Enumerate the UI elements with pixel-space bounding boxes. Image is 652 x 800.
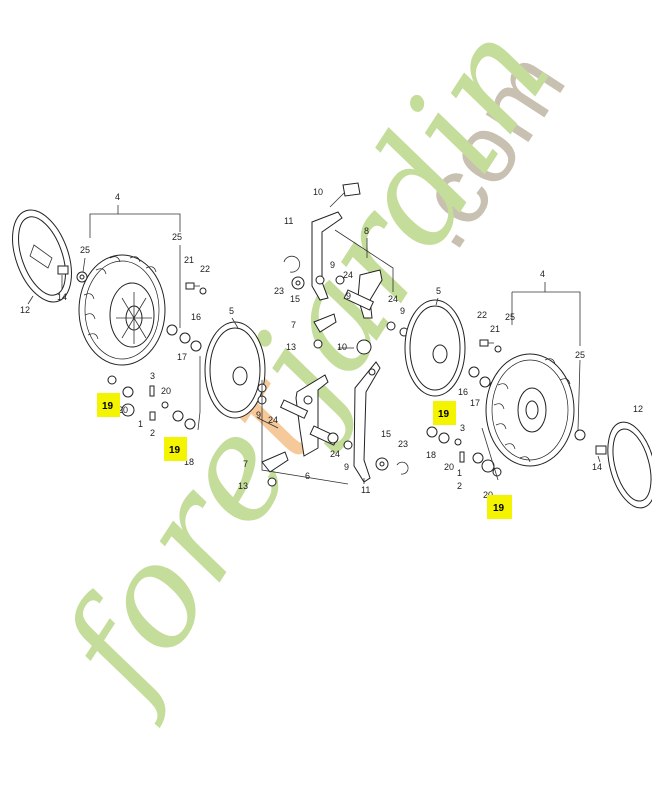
- part-label: 25: [505, 312, 515, 322]
- part-label: 9: [330, 260, 335, 270]
- part-label: 24: [388, 294, 398, 304]
- part-label: 11: [361, 485, 370, 495]
- part-label: 5: [229, 306, 234, 316]
- part-label: 20: [444, 462, 454, 472]
- highlight-box: [487, 495, 512, 519]
- part-label: 23: [398, 439, 408, 449]
- watermark-brand: foretjardin: [27, 0, 583, 731]
- part-label: 3: [150, 371, 155, 381]
- part-label: 24: [268, 415, 278, 425]
- part-labels: 4 25 25 12 14 21 22 16 17 5 3 20 20 1 2 …: [20, 187, 643, 500]
- part-label: 4: [540, 269, 545, 279]
- highlight-label: 19: [438, 409, 450, 420]
- left-hardware: [57, 265, 207, 430]
- part-label: 10: [337, 342, 347, 352]
- part-label: 8: [364, 226, 369, 236]
- part-label: 9: [256, 410, 261, 420]
- part-label: 12: [633, 404, 643, 414]
- part-label: 22: [200, 264, 210, 274]
- part-label: 2: [150, 428, 155, 438]
- part-label: 25: [575, 350, 585, 360]
- part-label: 24: [343, 270, 353, 280]
- part-label: 12: [20, 305, 30, 315]
- part-label: 25: [80, 245, 90, 255]
- left-tire-ring: [12, 209, 72, 303]
- part-label: 16: [191, 312, 201, 322]
- part-label: 9: [346, 291, 351, 301]
- part-label: 9: [344, 462, 349, 472]
- part-label: 20: [161, 386, 171, 396]
- left-wheel: [78, 254, 166, 366]
- upper-lever-assembly: [283, 182, 409, 349]
- left-height-lever: [261, 339, 409, 487]
- part-label: 14: [592, 462, 602, 472]
- right-hubcap: [404, 299, 466, 397]
- part-label: 25: [172, 232, 182, 242]
- part-label: 13: [286, 342, 296, 352]
- part-label: 2: [457, 481, 462, 491]
- part-label: 3: [460, 423, 465, 433]
- highlight-box: [433, 401, 456, 425]
- highlight-label: 19: [102, 401, 114, 412]
- left-hubcap: [204, 321, 267, 419]
- part-label: 7: [291, 320, 296, 330]
- watermark: .com foretjardin: [27, 0, 586, 731]
- part-label: 7: [243, 459, 248, 469]
- highlight-box: [164, 437, 187, 461]
- part-label: 15: [381, 429, 391, 439]
- part-label: 9: [400, 306, 405, 316]
- leader-lines: [27, 192, 601, 485]
- highlight-label: 19: [493, 503, 505, 514]
- part-label: 17: [177, 352, 187, 362]
- part-label: 20: [118, 405, 128, 415]
- part-label: 6: [305, 471, 310, 481]
- part-label: 21: [184, 255, 194, 265]
- part-label: 16: [458, 387, 468, 397]
- part-label: 21: [490, 324, 500, 334]
- part-label: 22: [477, 310, 487, 320]
- part-label: 23: [274, 286, 284, 296]
- part-label: 15: [290, 294, 300, 304]
- part-label: 5: [436, 286, 441, 296]
- highlight-box: [97, 393, 120, 417]
- right-tire-ring: [607, 421, 652, 509]
- part-label: 24: [330, 449, 340, 459]
- right-wheel: [485, 353, 607, 467]
- part-label: 1: [138, 419, 143, 429]
- part-label: 14: [57, 292, 67, 302]
- part-label: 1: [457, 468, 462, 478]
- highlight-label: 19: [169, 445, 181, 456]
- highlighted-part-19: 19 19 19 19: [97, 393, 512, 519]
- part-label: 10: [313, 187, 323, 197]
- part-label: 4: [115, 192, 120, 202]
- part-label: 18: [426, 450, 436, 460]
- part-label: 18: [184, 457, 194, 467]
- part-label: 17: [470, 398, 480, 408]
- part-label: 11: [284, 216, 293, 226]
- part-label: 13: [238, 481, 248, 491]
